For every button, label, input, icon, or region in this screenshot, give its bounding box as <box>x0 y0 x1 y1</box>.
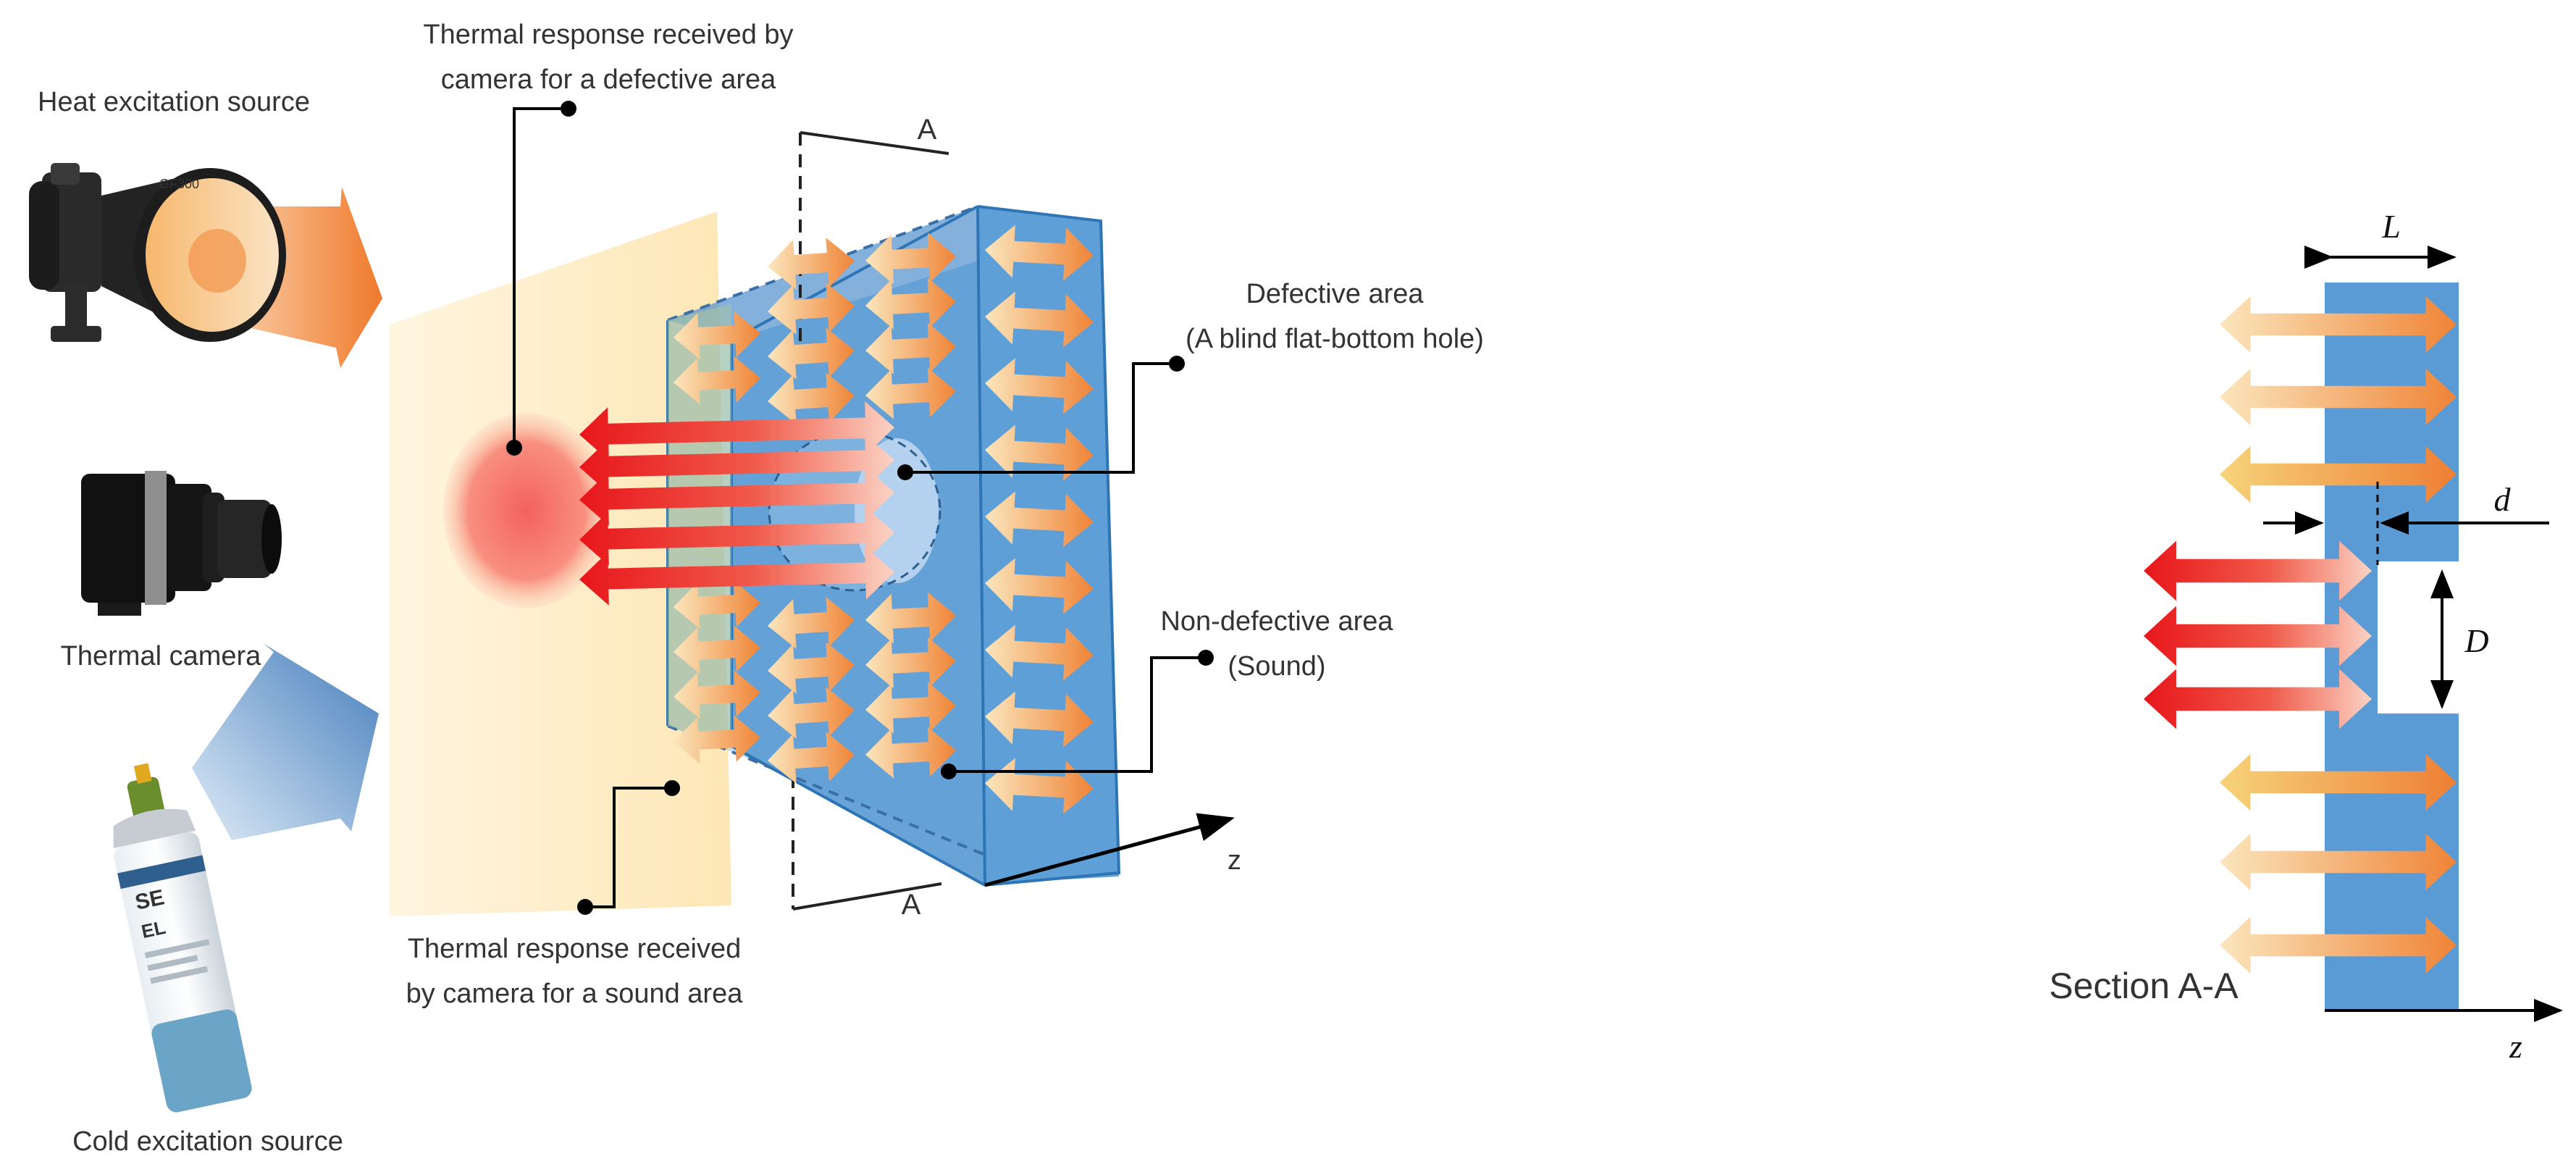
heat-flow-arrow <box>768 732 855 784</box>
heat-flow-arrow <box>865 592 956 644</box>
section-defect-arrow <box>2144 669 2372 729</box>
heat-flow-arrow <box>674 715 760 764</box>
defect-response-arrow <box>579 506 894 566</box>
heat-flow-arrow <box>674 625 760 674</box>
defect-response-arrow <box>579 466 894 526</box>
heat-flow-arrow <box>674 670 760 719</box>
response-defect-label-line2: camera for a defective area <box>441 64 776 95</box>
heat-flow-arrow <box>865 322 956 374</box>
section-heat-flow-arrow <box>2220 368 2457 426</box>
section-mark-top: A <box>918 114 937 146</box>
non-defective-area-label-line1: Non-defective area <box>1160 606 1393 637</box>
heat-flow-arrow <box>985 358 1094 414</box>
dimension-L-label: L <box>2381 208 2401 245</box>
heat-flow-arrow <box>985 225 1094 281</box>
can-brand-1: SE <box>133 885 167 915</box>
section-defect-arrow <box>2144 606 2372 666</box>
heat-flow-arrow <box>674 311 760 360</box>
defect-response-arrow <box>579 546 894 606</box>
cold-source-label: Cold excitation source <box>72 1126 343 1157</box>
heat-flow-arrow <box>768 238 855 290</box>
section-title: Section A-A <box>2049 966 2239 1006</box>
defective-area-label-line1: Defective area <box>1246 279 1424 309</box>
section-mark-bottom: A <box>902 889 921 921</box>
leader-lines <box>513 107 1206 908</box>
leader-dots <box>506 101 1214 915</box>
lamp-brand-mark: GF300 <box>159 177 199 191</box>
heat-flow-arrow <box>985 691 1094 748</box>
heat-flow-arrow <box>985 624 1094 681</box>
section-heat-flow-arrow <box>2220 916 2457 974</box>
defective-area-label-line2: (A blind flat-bottom hole) <box>1186 324 1484 354</box>
response-sound-label-line2: by camera for a sound area <box>406 979 744 1009</box>
heat-flow-arrow <box>674 580 760 629</box>
heat-flow-arrow <box>768 642 855 694</box>
defect-response-arrows <box>579 401 894 606</box>
defect-response-arrow <box>579 434 894 493</box>
cold-source-spray-can-icon: SE EL <box>113 763 252 1113</box>
heat-flow-arrow <box>768 597 855 649</box>
section-heat-flow-arrow <box>2220 753 2457 811</box>
heat-flow-arrow <box>674 356 760 405</box>
defect-hot-spot <box>443 413 610 608</box>
z-axis-section-label: z <box>2509 1028 2522 1065</box>
heat-flow-arrow <box>865 277 956 330</box>
response-sound-label-line1: Thermal response received <box>408 934 741 964</box>
section-defect-arrow <box>2144 540 2372 601</box>
non-defective-area-label-line2: (Sound) <box>1228 651 1325 682</box>
can-brand-2: EL <box>140 916 168 942</box>
heat-flow-arrow <box>865 682 956 734</box>
dimension-D-label: D <box>2464 622 2488 659</box>
dimension-d-label: d <box>2494 481 2512 518</box>
heat-flow-arrow <box>865 637 956 689</box>
heat-flow-arrow <box>865 233 956 285</box>
heat-flow-arrow <box>865 727 956 779</box>
heat-flow-arrow <box>768 687 855 739</box>
heat-flow-arrow <box>865 367 956 419</box>
section-heat-flow-arrows <box>2144 296 2457 974</box>
heat-source-label: Heat excitation source <box>38 87 310 117</box>
section-heat-flow-arrow <box>2220 445 2457 503</box>
heat-flow-arrow <box>985 291 1094 348</box>
thermal-camera-icon <box>81 471 282 616</box>
cold-excitation-beam <box>192 643 379 840</box>
heat-flow-arrow <box>768 372 855 424</box>
heat-flow-arrow <box>768 327 855 380</box>
section-heat-flow-arrow <box>2220 296 2457 353</box>
defect-response-arrow <box>579 401 894 461</box>
z-axis-main <box>984 813 1235 887</box>
heat-flow-arrow <box>985 558 1094 614</box>
dimension-d <box>2263 482 2549 565</box>
heat-source-lamp-icon: GF300 <box>29 163 286 342</box>
heat-flow-arrow <box>768 282 855 335</box>
response-defect-label-line1: Thermal response received by <box>423 20 793 50</box>
z-axis-main-label: z <box>1228 845 1241 876</box>
heat-flow-arrow <box>985 491 1094 548</box>
heat-flow-arrow <box>985 424 1094 481</box>
thermal-camera-label: Thermal camera <box>61 641 261 671</box>
screen-overlap <box>668 304 731 746</box>
section-heat-flow-arrow <box>2220 833 2457 891</box>
